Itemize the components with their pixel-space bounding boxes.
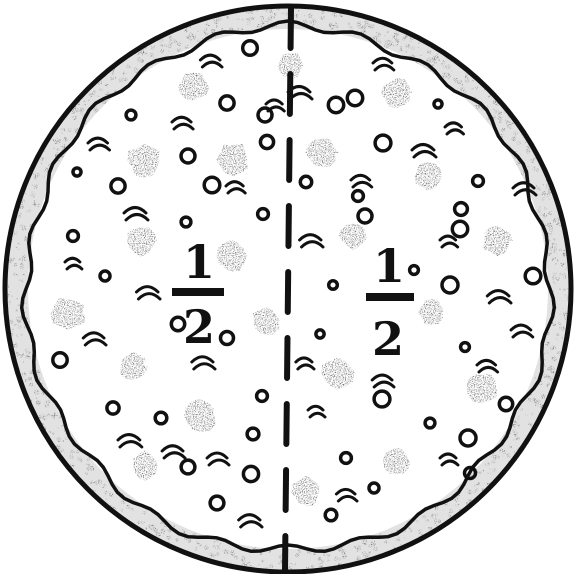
left-fraction-numerator: 1 — [183, 235, 215, 289]
pepperoni-slice — [466, 374, 497, 402]
left-fraction-bar — [172, 288, 224, 296]
left-fraction-denominator: 2 — [183, 300, 215, 354]
right-fraction-numerator: 1 — [373, 239, 405, 293]
right-fraction-bar — [366, 293, 414, 301]
right-fraction-denominator: 2 — [372, 312, 404, 366]
